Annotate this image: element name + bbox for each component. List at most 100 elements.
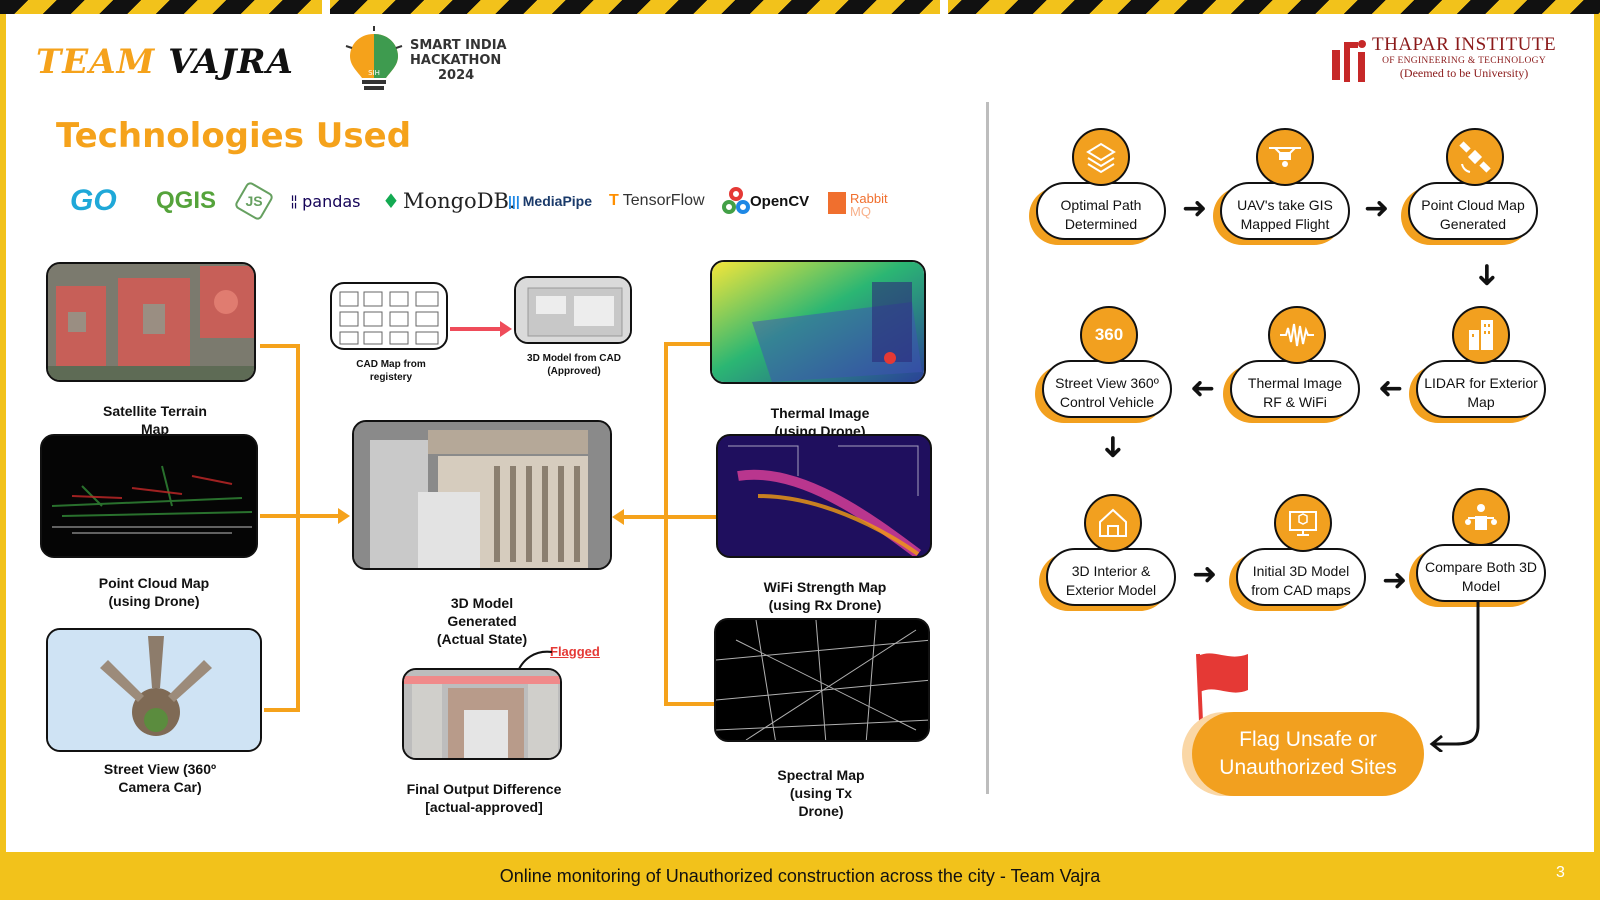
qgis-logo: QGIS [156, 187, 217, 214]
flag-unsafe-sites-button: Flag Unsafe or Unauthorized Sites [1192, 712, 1424, 796]
mediapipe-label: MediaPipe [522, 193, 593, 209]
footer-caption: Online monitoring of Unauthorized constr… [499, 865, 1101, 886]
pandas-label: pandas [302, 191, 361, 211]
mongodb-logo: ♦MongoDB. [382, 189, 516, 213]
flagged-label: Flagged [550, 644, 600, 659]
final-output-image [402, 668, 562, 760]
wifi-caption: WiFi Strength Map (using Rx Drone) [763, 579, 887, 613]
institute-name: THAPAR INSTITUTE OF ENGINEERING & TECHNO… [1372, 34, 1556, 81]
arrow-left-2-icon: ➜ [1190, 372, 1216, 405]
mediapipe-logo: |||MediaPipe [508, 193, 593, 209]
cad-arrow-line [450, 327, 502, 331]
sih-line2: HACKATHON [410, 53, 502, 68]
rabbitmq-label: Rabbit MQ [850, 192, 888, 218]
model-generated-caption: 3D Model Generated (Actual State) [436, 595, 528, 647]
node-street-view: Street View 360º Control Vehicle [1042, 360, 1172, 418]
institute-line3: (Deemed to be University) [1399, 66, 1529, 80]
node-optimal-path-label: Optimal Path Determined [1060, 197, 1142, 232]
node-uav-flight: UAV's take GIS Mapped Flight [1220, 182, 1350, 240]
right-connector-top [664, 342, 710, 346]
monitor-cube-icon [1274, 494, 1332, 552]
thapar-logo-icon [1332, 40, 1366, 82]
node-initial-model-label: Initial 3D Model from CAD maps [1251, 563, 1351, 598]
page-number: 3 [1556, 864, 1565, 881]
arrow-left-1-icon: ➜ [1378, 372, 1404, 405]
arrow-down-1-icon: ➜ [1470, 262, 1504, 288]
arrow-right-2-icon: ➜ [1364, 192, 1390, 225]
drone-icon [1256, 128, 1314, 186]
node-thermal-rf: Thermal Image RF & WiFi [1230, 360, 1360, 418]
flag-sites-label: Flag Unsafe or Unauthorized Sites [1219, 728, 1397, 779]
tensorflow-label: TensorFlow [622, 192, 705, 209]
left-connector-mid [260, 514, 346, 518]
mongodb-label: MongoDB. [402, 189, 516, 213]
left-connector-vertical [296, 344, 300, 712]
node-point-cloud-label: Point Cloud Map Generated [1421, 197, 1525, 232]
final-output-caption: Final Output Difference [actual-approved… [406, 781, 562, 815]
opencv-label: OpenCV [750, 192, 810, 210]
node-interior-exterior-label: 3D Interior & Exterior Model [1065, 563, 1157, 598]
opencv-rings-icon [722, 187, 750, 214]
arrow-right-4-icon: ➜ [1382, 564, 1408, 597]
arrow-into-model-icon [338, 508, 350, 524]
institute-line1: THAPAR INSTITUTE [1372, 34, 1557, 55]
arrow-right-1-icon: ➜ [1182, 192, 1208, 225]
sih-line1: SMART INDIA [410, 38, 507, 53]
compare-to-flag-connector [1429, 602, 1480, 752]
section-title: Technologies Used [56, 116, 412, 156]
spectral-caption: Spectral Map (using Tx Drone) [777, 767, 865, 819]
hazard-stripe-top [0, 0, 1600, 14]
satellite-caption: Satellite Terrain Map [102, 403, 207, 437]
cad-map-image [330, 282, 448, 350]
cad-3d-model-image [514, 276, 632, 344]
blueprint-icon [1072, 128, 1130, 186]
left-connector-top [260, 344, 300, 348]
node-initial-model: Initial 3D Model from CAD maps [1236, 548, 1366, 606]
go-logo: GO [70, 184, 117, 217]
js-label: JS [245, 193, 263, 209]
rabbitmq-label-line2: MQ [850, 204, 871, 219]
thermal-image [710, 260, 926, 384]
cad-map-caption: CAD Map from registery [356, 359, 426, 383]
node-interior-exterior: 3D Interior & Exterior Model [1046, 548, 1176, 606]
sih-tag: SIH [368, 69, 380, 77]
section-divider [986, 102, 989, 794]
right-connector-mid [622, 515, 716, 519]
right-connector-bottom [664, 702, 714, 706]
slide: TEAM VAJRA SIH SMART INDIA HACKATHON 202… [6, 14, 1594, 852]
sih-line3: 2024 [438, 68, 475, 83]
spectral-map-image [714, 618, 930, 742]
right-connector-vertical [664, 342, 668, 706]
badge-360-label: 360 [1094, 325, 1124, 344]
cad-model-caption: 3D Model from CAD (Approved) [527, 353, 621, 377]
sih-bulb-icon: SIH [345, 26, 403, 90]
signal-wave-icon [1268, 306, 1326, 364]
node-optimal-path: Optimal Path Determined [1036, 182, 1166, 240]
node-point-cloud: Point Cloud Map Generated [1408, 182, 1538, 240]
compare-person-icon [1452, 488, 1510, 546]
opencv-logo: OpenCV [722, 184, 809, 218]
satellite-terrain-image [46, 262, 256, 382]
generated-3d-model-image [352, 420, 612, 570]
institute-line2: OF ENGINEERING & TECHNOLOGY [1382, 56, 1546, 66]
street-view-caption: Street View (360º Camera Car) [103, 761, 217, 795]
rabbitmq-logo-icon [828, 192, 846, 214]
sih-title: SMART INDIA HACKATHON 2024 [410, 38, 507, 83]
team-brand: TEAM VAJRA [36, 42, 294, 82]
building-icon [1452, 306, 1510, 364]
node-thermal-rf-label: Thermal Image RF & WiFi [1247, 375, 1343, 410]
wifi-strength-image [716, 434, 932, 558]
rabbitmq-label-line1: Rabbit [850, 191, 888, 206]
nodejs-logo-icon: JS [233, 180, 275, 222]
house-3d-icon [1084, 494, 1142, 552]
node-street-view-label: Street View 360º Control Vehicle [1055, 375, 1159, 410]
arrow-into-model-right-icon [612, 509, 624, 525]
node-lidar: LIDAR for Exterior Map [1416, 360, 1546, 418]
node-compare: Compare Both 3D Model [1416, 544, 1546, 602]
node-compare-label: Compare Both 3D Model [1424, 559, 1538, 594]
arrow-right-3-icon: ➜ [1192, 558, 1218, 591]
cad-arrow-head-icon [500, 321, 512, 337]
brand-part2: VAJRA [168, 42, 294, 82]
satellite-icon [1446, 128, 1504, 186]
